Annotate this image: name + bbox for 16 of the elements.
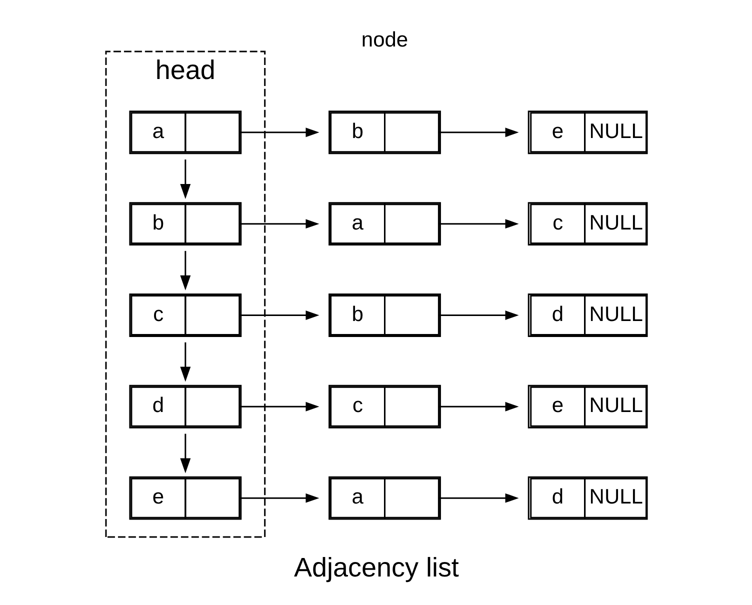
arrow (180, 342, 190, 382)
arrow (180, 434, 190, 474)
arrow (239, 128, 319, 138)
arrow (180, 160, 190, 199)
arrow (180, 250, 190, 290)
arrow (438, 310, 518, 320)
arrow (438, 493, 518, 503)
arrow (438, 219, 518, 229)
arrow (239, 402, 319, 412)
label: node (360, 28, 408, 52)
arrow (239, 310, 319, 320)
arrow (239, 219, 319, 229)
arrow (438, 402, 518, 412)
caption: Adjacency list (294, 552, 458, 583)
arrow (239, 493, 319, 503)
arrow (438, 128, 518, 138)
